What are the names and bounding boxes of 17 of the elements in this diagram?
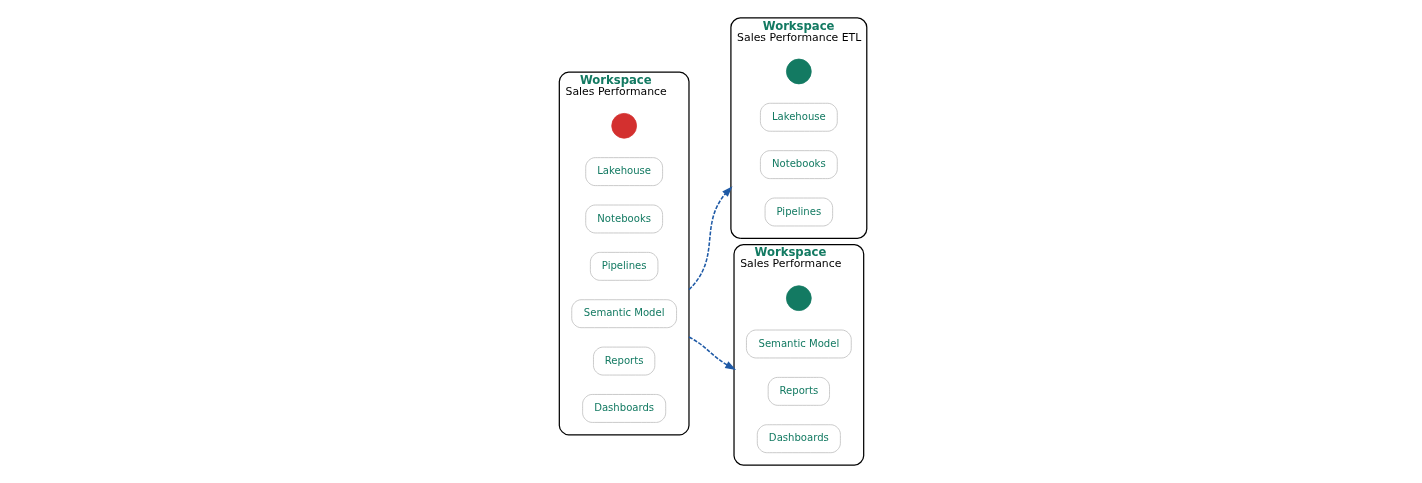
node-box: Semantic Model (745, 329, 852, 359)
node-box: Notebooks (759, 150, 838, 179)
node-box: Lakehouse (584, 157, 663, 186)
node-box: Dashboards (581, 394, 666, 423)
node-box: Reports (592, 346, 655, 376)
node-box: Pipelines (764, 197, 833, 227)
node-box: Pipelines (589, 252, 658, 281)
node-box: Semantic Model (570, 299, 677, 329)
node-box: Dashboards (756, 424, 841, 454)
node-circle (610, 113, 637, 139)
node-box: Notebooks (584, 204, 663, 234)
node-circle (785, 285, 812, 311)
node-circle (785, 58, 812, 85)
node-box: Lakehouse (759, 102, 838, 132)
node-box: Reports (767, 377, 830, 406)
arrow (687, 336, 736, 371)
arrow (687, 186, 733, 291)
